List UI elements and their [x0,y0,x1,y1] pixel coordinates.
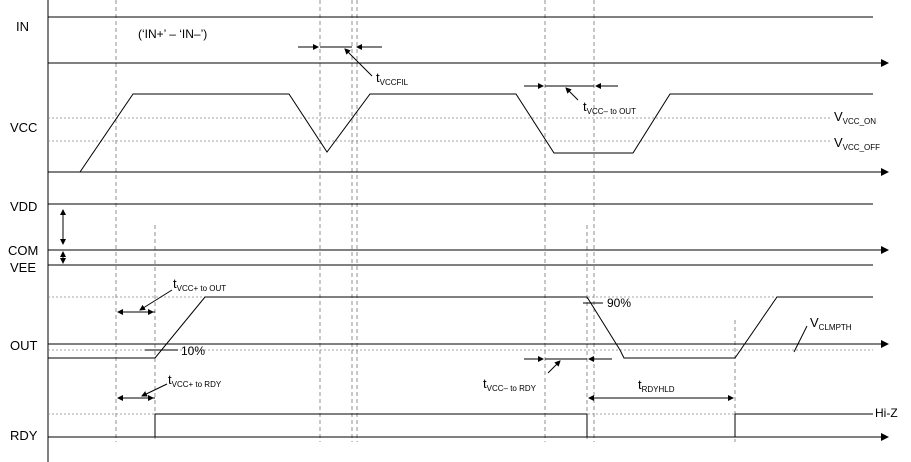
label-vdd: VDD [10,199,37,214]
v-clmpth-leader [793,325,808,353]
t-vcc-minus-rdy-annotation [524,356,612,374]
label-t-vcc-minus-out: tVCC– to OUT [583,99,636,116]
label-com: COM [8,243,38,258]
label-pct-10: 10% [181,344,205,358]
vcc-waveform [48,93,873,173]
t-vcc-plus-out-annotation [117,289,173,315]
label-pct-90: 90% [607,296,631,310]
label-out: OUT [10,338,38,353]
label-vcc: VCC [10,120,37,135]
label-t-vccfil: tVCCFIL [376,70,409,87]
time-markers [115,0,736,442]
label-vee: VEE [10,260,36,275]
label-t-rdyhld: tRDYHLD [638,377,675,394]
label-rdy: RDY [10,428,38,443]
t-vccfil-annotation [298,44,382,77]
in-expression: (‘IN+’ – ‘IN–’) [138,27,207,41]
label-t-vcc-minus-rdy: tVCC– to RDY [483,376,537,393]
threshold-lines [48,117,873,415]
label-v-clmpth: VCLMPTH [810,315,852,332]
t-vcc-minus-out-annotation [524,83,618,101]
label-hi-z: Hi-Z [875,406,898,420]
label-t-vcc-plus-rdy: tVCC+ to RDY [168,372,222,389]
out-waveform [48,296,873,359]
label-vcc-off: VVCC_OFF [834,135,880,152]
t-vcc-plus-rdy-annotation [117,383,168,401]
label-in: IN [16,19,29,34]
label-t-vcc-plus-out: tVCC+ to OUT [173,276,226,293]
rdy-waveform [48,413,873,438]
label-vcc-on: VVCC_ON [834,109,876,126]
